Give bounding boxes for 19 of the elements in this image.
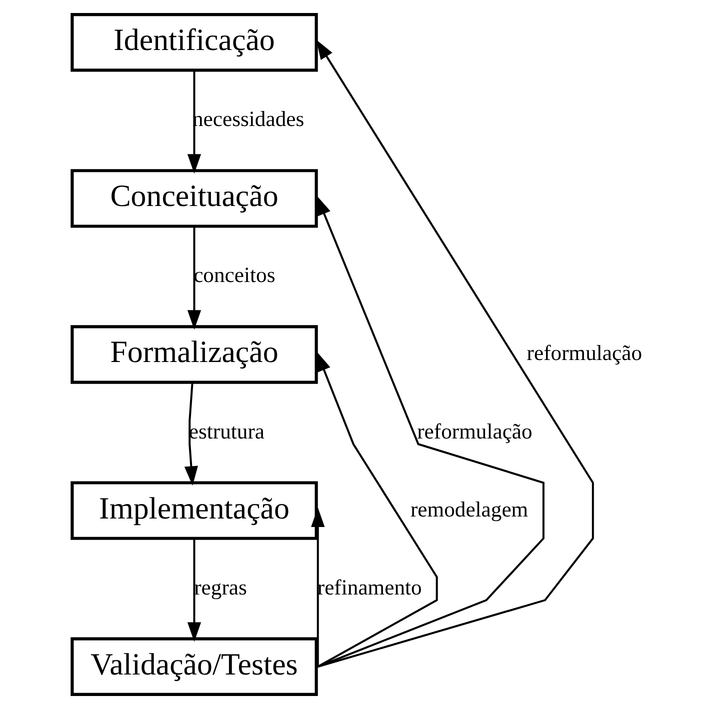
node-box: Formalização bbox=[70, 325, 318, 384]
arrow bbox=[184, 382, 198, 486]
arrow bbox=[311, 508, 325, 667]
arrow bbox=[187, 538, 202, 642]
node-box: Implementação bbox=[70, 481, 318, 540]
arrow bbox=[187, 70, 202, 174]
edge-label: estrutura bbox=[188, 419, 265, 444]
arrow bbox=[316, 40, 594, 668]
node-box: Identificação bbox=[70, 13, 318, 72]
node-box: Conceituação bbox=[70, 169, 318, 228]
edge-label: reformulação bbox=[526, 341, 642, 366]
edge-label: reformulação bbox=[417, 419, 532, 444]
arrow bbox=[316, 352, 438, 668]
edge-label: conceitos bbox=[194, 263, 276, 288]
node-box: Validação/Testes bbox=[70, 637, 318, 696]
edge-label: remodelagem bbox=[410, 497, 528, 522]
edge-label: regras bbox=[194, 575, 247, 600]
arrow bbox=[187, 226, 202, 330]
arrow bbox=[316, 196, 544, 668]
